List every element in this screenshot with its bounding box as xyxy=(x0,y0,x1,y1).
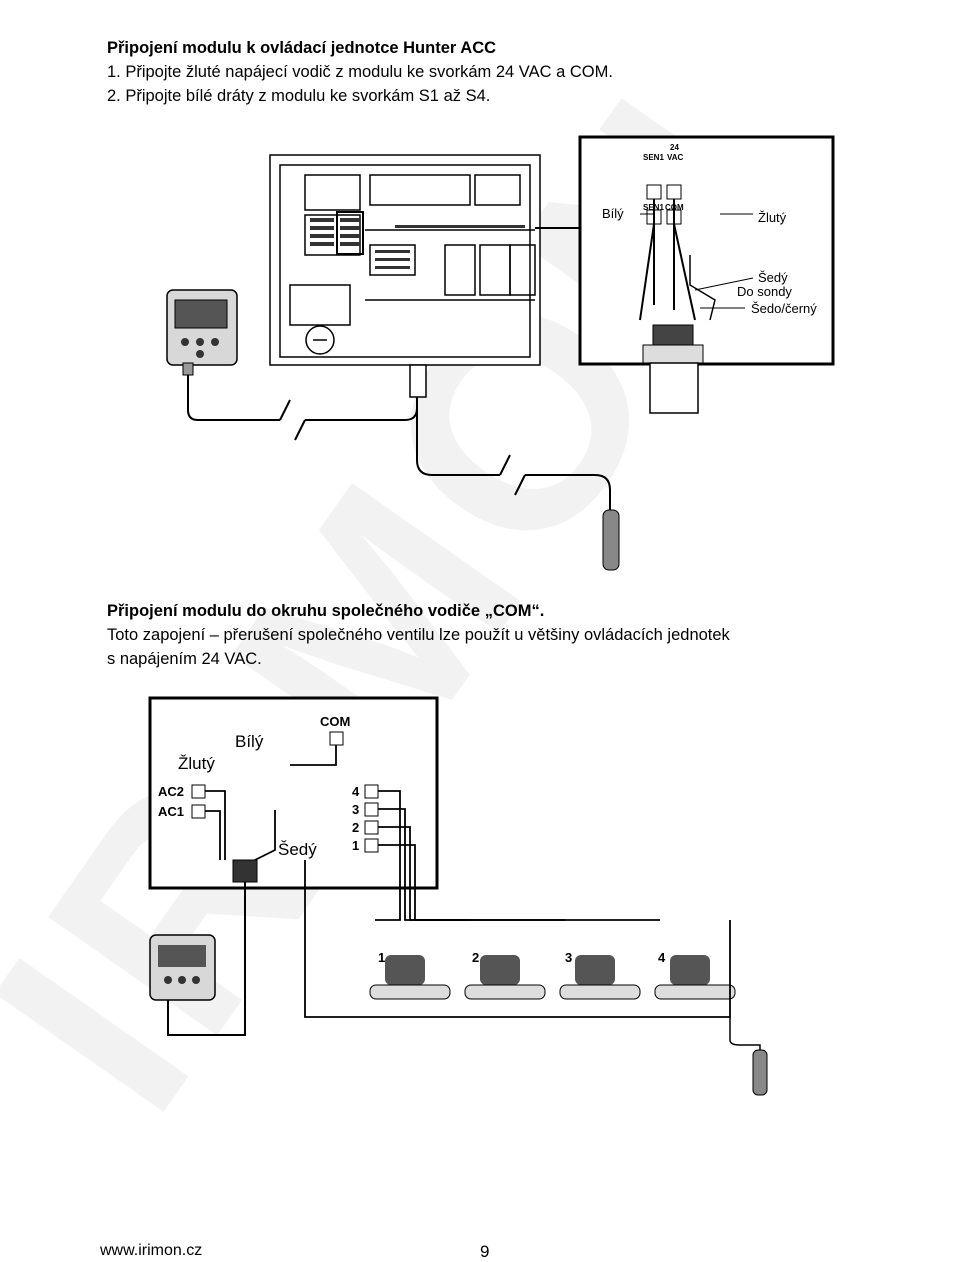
section2-body-line2: s napájením 24 VAC. xyxy=(107,650,262,668)
valve: 3 xyxy=(559,950,641,1000)
com-wire-labels: Bílý Žlutý Šedý xyxy=(178,732,317,859)
label-grey: Šedý xyxy=(278,840,317,859)
wiring-diagram-com: COM AC2 AC1 4 3 2 1 Bílý Žlutý Šedý 1 2 xyxy=(148,696,768,1096)
section2-heading: Připojení modulu do okruhu společného vo… xyxy=(107,602,545,620)
com-section: Připojení modulu do okruhu společného vo… xyxy=(107,599,730,671)
section2-body-line1: Toto zapojení – přerušení společného ven… xyxy=(107,626,730,644)
label-terminal-2: 2 xyxy=(352,820,359,835)
page-number: 9 xyxy=(480,1242,490,1261)
valve: 2 xyxy=(464,950,546,1000)
com-terminals xyxy=(191,731,379,853)
terminal-24-label: 24 xyxy=(670,143,679,152)
label-terminal-1: 1 xyxy=(352,838,359,853)
valve: 4 xyxy=(654,950,736,1000)
valve-label: 3 xyxy=(565,950,572,965)
valve: 1 xyxy=(369,950,451,1000)
terminal-blocks xyxy=(310,218,525,269)
terminal-sen1-label: SEN1 xyxy=(643,153,664,162)
wire-labels: Bílý Žlutý Šedý Do sondy Šedo/černý xyxy=(602,206,817,316)
valve-label: 4 xyxy=(658,950,666,965)
section1-step1: 1. Připojte žluté napájecí vodič z modul… xyxy=(107,63,613,81)
footer-url[interactable]: www.irimon.cz xyxy=(100,1242,203,1259)
section1-heading: Připojení modulu k ovládací jednotce Hun… xyxy=(107,39,497,57)
com-labels: COM AC2 AC1 4 3 2 1 xyxy=(158,714,360,853)
valve-label: 2 xyxy=(472,950,479,965)
label-grey-black-wire: Šedo/černý xyxy=(751,301,817,316)
terminal-com-label: COM xyxy=(665,203,684,212)
label-com: COM xyxy=(320,714,350,729)
sensor-module-device-2 xyxy=(149,934,216,1001)
label-grey-wire: Šedý xyxy=(758,270,788,285)
terminal-vac-label: VAC xyxy=(667,153,684,162)
valve-label: 1 xyxy=(378,950,385,965)
terminal-sen1-b-label: SEN1 xyxy=(643,203,664,212)
label-terminal-3: 3 xyxy=(352,802,359,817)
moisture-probe xyxy=(602,509,620,571)
label-ac1: AC1 xyxy=(158,804,184,819)
section1-step2: 2. Připojte bílé dráty z modulu ke svork… xyxy=(107,87,491,105)
inset-terminal-detail xyxy=(578,135,835,414)
intro-section: Připojení modulu k ovládací jednotce Hun… xyxy=(107,36,613,108)
label-yellow-wire: Žlutý xyxy=(758,210,787,225)
wiring-diagram-controller: SEN1 24 VAC SEN1 COM Bílý Žlutý Šedý Do … xyxy=(166,135,835,571)
label-white-wire: Bílý xyxy=(602,206,624,221)
label-to-probe: Do sondy xyxy=(737,284,792,299)
label-white: Bílý xyxy=(235,732,264,751)
inset-labels: SEN1 24 VAC SEN1 COM xyxy=(643,143,684,212)
moisture-probe-2 xyxy=(729,1017,768,1096)
label-terminal-4: 4 xyxy=(352,784,360,799)
valves: 1 2 3 4 xyxy=(369,950,736,1000)
label-yellow: Žlutý xyxy=(178,754,215,773)
label-ac2: AC2 xyxy=(158,784,184,799)
sensor-module-device xyxy=(166,289,238,376)
com-wires xyxy=(205,745,660,921)
